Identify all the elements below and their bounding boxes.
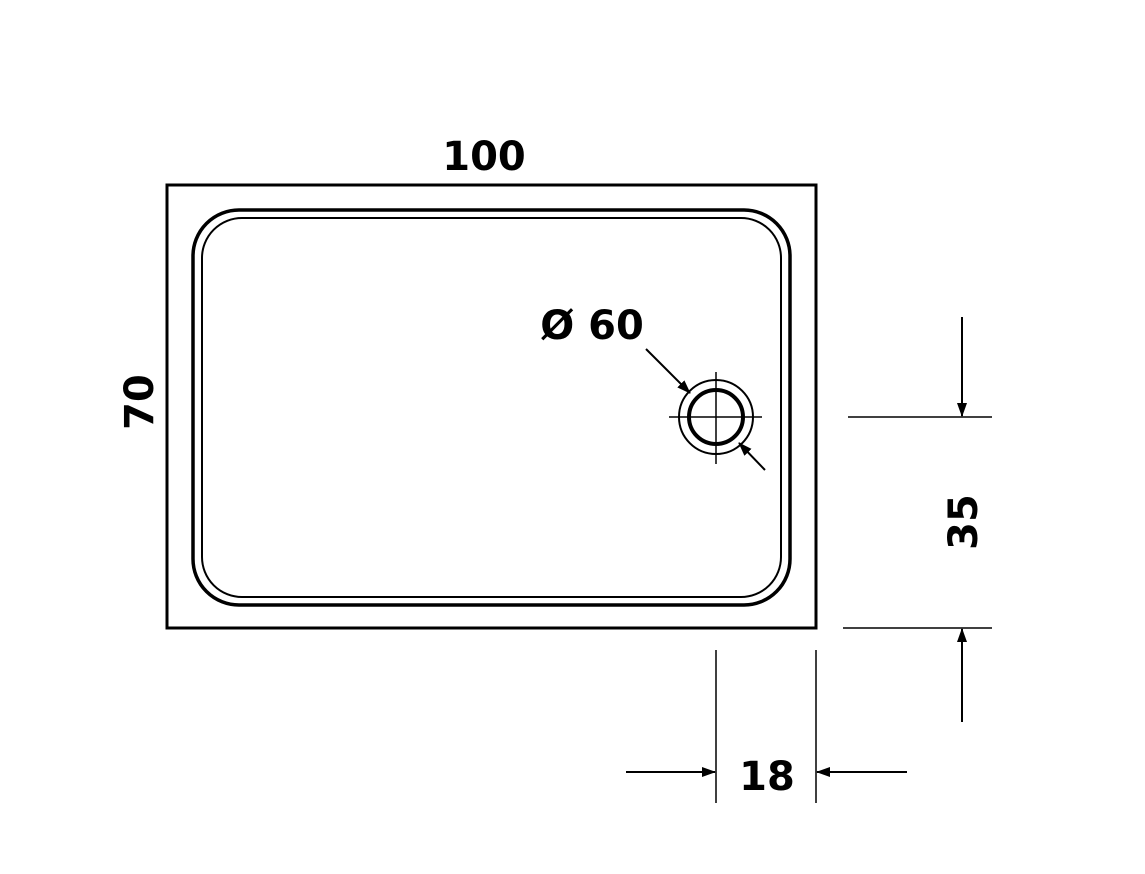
dim-width-label: 100 [442,134,526,180]
tray-basin-outer-edge [191,208,792,607]
drain-diameter-leader-upper [645,348,691,394]
drain-diameter-leader-lower [738,442,766,471]
drain [669,372,762,464]
dim-drain-offset-bottom-label: 35 [941,494,987,550]
dim-height-label: 70 [117,374,163,430]
dim-drain-offset-right-label: 18 [739,754,795,800]
drain-outer-ring [678,379,754,455]
drain-inner-ring [687,388,745,446]
tray-basin-inner-edge [201,217,782,598]
tray-outer-outline [165,183,818,630]
drain-diameter-label: Ø 60 [540,303,644,349]
